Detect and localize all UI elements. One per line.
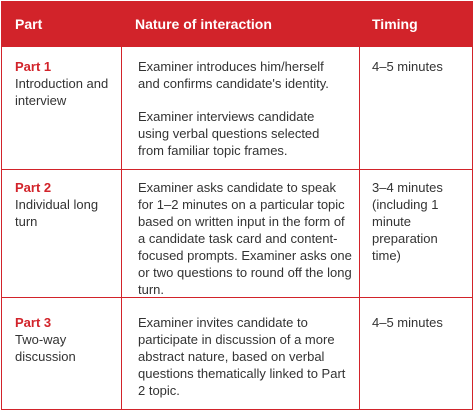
header-nature-of-interaction: Nature of interaction — [135, 16, 272, 32]
part-3-title: Part 3 — [15, 315, 52, 330]
row-3-nature-cell: Examiner invites candidate to participat… — [138, 314, 348, 399]
part-1-nature-paragraph-1: Examiner introduces him/herself and conf… — [138, 59, 329, 91]
part-1-title: Part 1 — [15, 59, 52, 74]
header-timing: Timing — [372, 16, 418, 32]
row-2-timing-cell: 3–4 minutes (including 1 minute preparat… — [372, 180, 443, 263]
part-1-name: Introduction and interview — [15, 76, 109, 108]
table-header: Part Nature of interaction Timing — [2, 2, 472, 47]
part-1-nature-paragraph-2: Examiner interviews candidate using verb… — [138, 109, 320, 158]
row-divider-1 — [2, 169, 472, 170]
column-divider-1 — [121, 2, 122, 409]
part-3-nature-paragraph-1: Examiner invites candidate to participat… — [138, 315, 346, 398]
header-part: Part — [15, 16, 43, 32]
part-3-name: Two-way discussion — [15, 332, 76, 364]
row-2-part-cell: Part 2 Individual long turn — [15, 179, 115, 230]
row-1-timing-cell: 4–5 minutes — [372, 59, 443, 74]
row-3-timing-cell: 4–5 minutes — [372, 315, 443, 330]
part-2-name: Individual long turn — [15, 197, 99, 229]
row-1-nature-cell: Examiner introduces him/herself and conf… — [138, 58, 348, 159]
part-2-nature-paragraph-1: Examiner asks candidate to speak for 1–2… — [138, 180, 352, 297]
part-2-title: Part 2 — [15, 180, 52, 195]
row-3-part-cell: Part 3 Two-way discussion — [15, 314, 115, 365]
row-divider-2 — [2, 297, 472, 298]
row-2-nature-cell: Examiner asks candidate to speak for 1–2… — [138, 179, 352, 298]
row-1-part-cell: Part 1 Introduction and interview — [15, 58, 115, 109]
column-divider-2 — [359, 2, 360, 409]
